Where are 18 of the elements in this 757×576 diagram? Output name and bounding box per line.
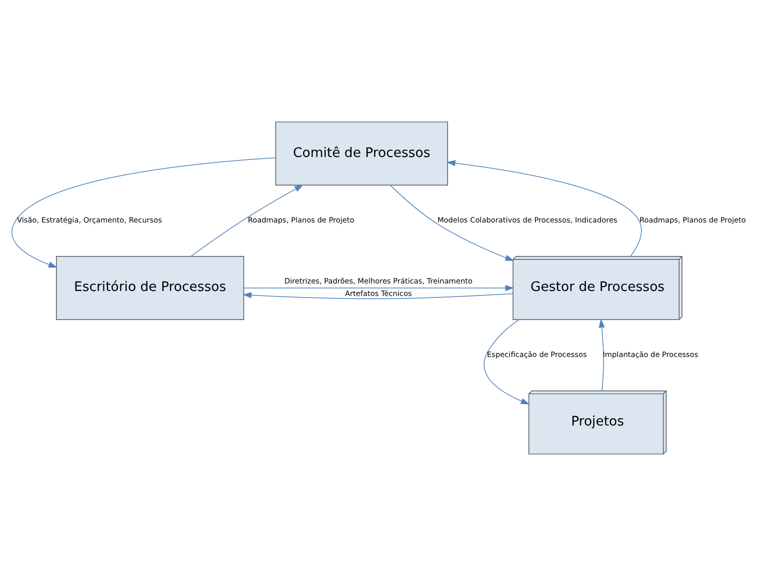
edge-label: Artefatos Técnicos [345, 289, 412, 298]
edge-label: Visão, Estratégia, Orçamento, Recursos [16, 216, 162, 225]
arrow [598, 318, 605, 392]
edge-label: Roadmaps, Planos de Projeto [248, 216, 354, 225]
node-box: Comitê de Processos [275, 122, 448, 186]
arrow [190, 184, 304, 257]
arrow [244, 284, 514, 292]
edge-label: Implantação de Processos [602, 350, 698, 360]
arrow [484, 319, 530, 404]
arrow [12, 157, 276, 268]
edge-label: Diretrizes, Padrões, Melhores Práticas, Treinamento [284, 276, 472, 286]
arrow [446, 160, 642, 257]
edge-label: Modelos Colaborativos de Processos, Indicadores [437, 216, 618, 225]
arrow [242, 292, 514, 300]
node-box: Escritório de Processos [56, 256, 244, 320]
edge-label: Roadmaps, Planos de Projeto [640, 216, 746, 225]
arrow [390, 184, 514, 261]
edge-label: Especificação de Processos [487, 350, 587, 360]
